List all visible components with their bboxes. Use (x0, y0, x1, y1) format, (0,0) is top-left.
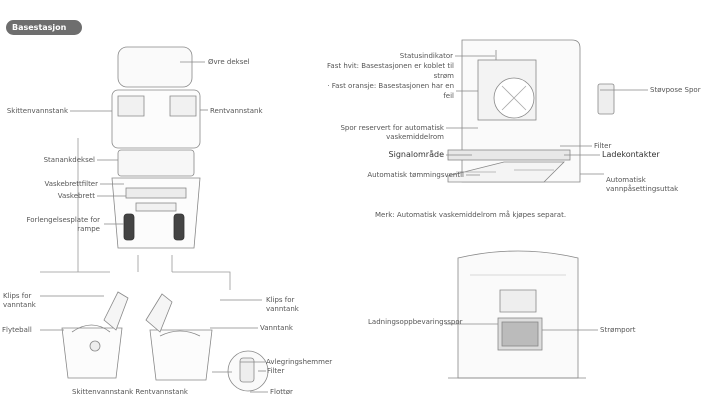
label-dust-bag: Støvpose Spor (650, 86, 701, 94)
label-clean-tank: Rentvannstank (210, 107, 263, 115)
label-wash-tray: Vaskebrett (57, 192, 95, 200)
label-tank-caption: Skittenvannstank Rentvannstank (72, 388, 188, 396)
label-float: Flyteball (2, 326, 32, 334)
base-station-front-exploded (111, 46, 201, 249)
label-status-indicator: Statusindikator (399, 52, 453, 60)
label-clip-right: Klips for vanntank (266, 296, 299, 313)
base-station-side (447, 39, 615, 183)
filter-zoom-detail (212, 350, 269, 392)
label-storage-slot: Ladningsoppbevaringsspor (368, 318, 463, 326)
base-station-back (448, 250, 586, 379)
label-detergent-slot: Spor reservert for automatisk vaskemidde… (340, 124, 444, 141)
label-drain-damper: Avlegringshemmer (266, 358, 333, 366)
label-ramp: Forlengelsesplate for rampe (26, 216, 101, 233)
note: Merk: Automatisk vaskemiddelrom må kjøpe… (375, 211, 567, 219)
label-dirty-tank: Skittenvannstank (6, 107, 68, 115)
dirty-water-tank-open (61, 291, 129, 379)
label-auto-refill-outlet: Automatisk vannpåsettingsuttak (606, 176, 679, 193)
label-wash-filter: Vaskebrettfilter (44, 180, 98, 188)
label-top-cover: Øvre deksel (208, 58, 250, 66)
label-filter-top: Filter (594, 142, 612, 150)
label-tank-cover: Stanankdeksel (43, 156, 95, 164)
section-badge: Basestasjon (6, 20, 82, 35)
label-water-tank: Vanntank (260, 324, 293, 332)
label-signal-area: Signalområde (388, 150, 444, 159)
label-filter-tank: Filter (267, 367, 285, 375)
label-power-port: Strømport (600, 326, 636, 334)
label-float-lid: Flottør (270, 388, 293, 396)
label-auto-drain-valve: Automatisk tømmingsventil (367, 171, 464, 179)
label-clip-left: Klips for vanntank (3, 292, 36, 309)
label-charging-contacts: Ladekontakter (602, 150, 660, 159)
label-status-desc: Fast hvit: Basestasjonen er koblet til s… (327, 62, 454, 100)
clean-water-tank-open (145, 293, 213, 381)
